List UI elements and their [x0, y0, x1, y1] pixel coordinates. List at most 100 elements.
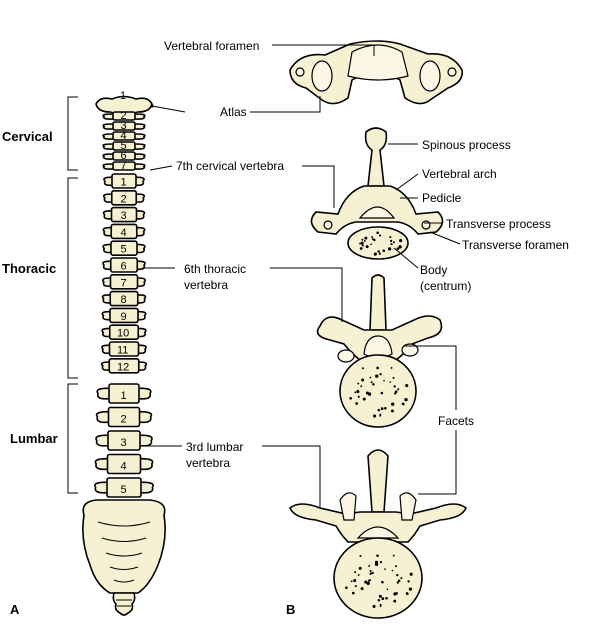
transverse-foramen-c-right [421, 220, 431, 230]
trabecula [384, 568, 386, 570]
trabecula [375, 374, 379, 378]
lumbar-bracket [67, 383, 78, 494]
lumbar-number: 1 [121, 390, 127, 402]
thoracic-vertebra: 7 [101, 273, 147, 290]
thoracic-vertebra: 9 [101, 307, 147, 324]
trabecula [393, 385, 396, 388]
lumbar-vertebrae: 1 2 3 45 [94, 383, 154, 498]
cervical-vertebra: 5 [102, 140, 146, 152]
label-sixth-thoracic-2: vertebra [184, 278, 228, 292]
sacral-ridge [101, 537, 147, 542]
vertebral-foramen-cervical [358, 206, 396, 219]
leader-vertebral-arch [395, 173, 419, 191]
thoracic-number: 8 [121, 294, 127, 306]
coccyx [112, 592, 136, 616]
trabecula [391, 402, 395, 406]
thoracic-body [109, 257, 139, 273]
trabecula [389, 236, 392, 239]
cervical-body [112, 111, 136, 121]
trabecula [399, 238, 403, 243]
vertebral-body-thoracic [339, 354, 417, 428]
trabecula [360, 241, 364, 245]
trabecula [371, 571, 374, 575]
trabecula [360, 587, 364, 591]
trabecula [356, 389, 360, 394]
label-third-lumbar-2: vertebra [186, 456, 230, 470]
transverse-foramen-c-left [323, 220, 333, 230]
leader-facets-lower [418, 430, 457, 495]
label-facets: Facets [438, 414, 474, 428]
lumbar-vertebra: 2 [95, 406, 153, 428]
trabecula [397, 247, 400, 250]
trabecula [366, 581, 370, 585]
trabecula [379, 561, 383, 564]
label-transverse-process: Transverse process [446, 217, 551, 231]
thoracic-body [111, 173, 137, 189]
trabecula [361, 367, 364, 370]
thoracic-body [108, 341, 140, 357]
trabecula [376, 554, 379, 557]
trabecula [361, 378, 365, 382]
trabecula [379, 605, 382, 608]
cervical-vertebra: 3 [102, 120, 146, 132]
vertebral-body-lumbar [333, 537, 423, 619]
thoracic-number: 11 [117, 345, 128, 357]
transverse-foramen-left [295, 67, 305, 77]
cervical-vertebra: 7 [102, 160, 146, 172]
trabecula [396, 581, 399, 584]
sacral-ridge [109, 566, 139, 570]
lumbar-region-label: Lumbar [10, 431, 58, 446]
thoracic-vertebra: 11 [101, 341, 147, 357]
trabecula [360, 385, 363, 388]
trabecula [359, 555, 362, 558]
thoracic-vertebra: 8 [101, 290, 147, 307]
trabecula [370, 381, 373, 384]
trabecula [380, 391, 384, 395]
trabecula [364, 580, 368, 584]
trabecula [364, 236, 368, 240]
thoracic-number: 1 [121, 177, 127, 189]
superior-facet-left [311, 60, 333, 92]
trabecula [390, 366, 393, 369]
trabecula [353, 578, 357, 583]
leader-dot [150, 104, 154, 108]
trabecula [405, 383, 409, 388]
trabecula [382, 249, 386, 252]
thoracic-number: 5 [121, 244, 127, 256]
leader-seventh-cervical-right [302, 165, 335, 208]
transverse-foramen-right [447, 67, 457, 77]
trabecula [397, 579, 401, 583]
trabecula [376, 366, 379, 370]
trabecula [396, 573, 399, 577]
label-pedicle: Pedicle [422, 191, 462, 205]
trabecula [354, 391, 357, 394]
label-seventh-cervical: 7th cervical vertebra [176, 159, 284, 173]
label-atlas: Atlas [220, 105, 247, 119]
trabecula [359, 242, 361, 245]
thoracic-body [110, 223, 138, 240]
panel-b-label: B [286, 602, 295, 617]
thoracic-number: 3 [121, 210, 127, 222]
lumbar-vertebra: 4 [94, 453, 154, 475]
cervical-body [112, 141, 136, 151]
sacrum [82, 499, 166, 594]
trabecula [358, 566, 362, 570]
thoracic-body [108, 324, 140, 341]
trabecula [392, 554, 395, 557]
trabecula [359, 247, 363, 250]
trabecula [409, 572, 413, 576]
lumbar-vertebra: 3 [95, 430, 153, 451]
superior-facet-lumbar-left [339, 492, 357, 521]
trabecula [369, 572, 372, 575]
thoracic-vertebra: 12 [100, 357, 148, 374]
label-vertebral-foramen: Vertebral foramen [164, 39, 259, 53]
lumbar-vertebra: 5 [94, 477, 154, 498]
trabecula [377, 598, 381, 602]
trabecula [397, 388, 400, 391]
trabecula [378, 253, 381, 255]
trabecula [367, 579, 371, 582]
trabecula [350, 580, 353, 583]
thoracic-number: 2 [121, 193, 127, 205]
lumbar-number: 3 [121, 437, 127, 449]
